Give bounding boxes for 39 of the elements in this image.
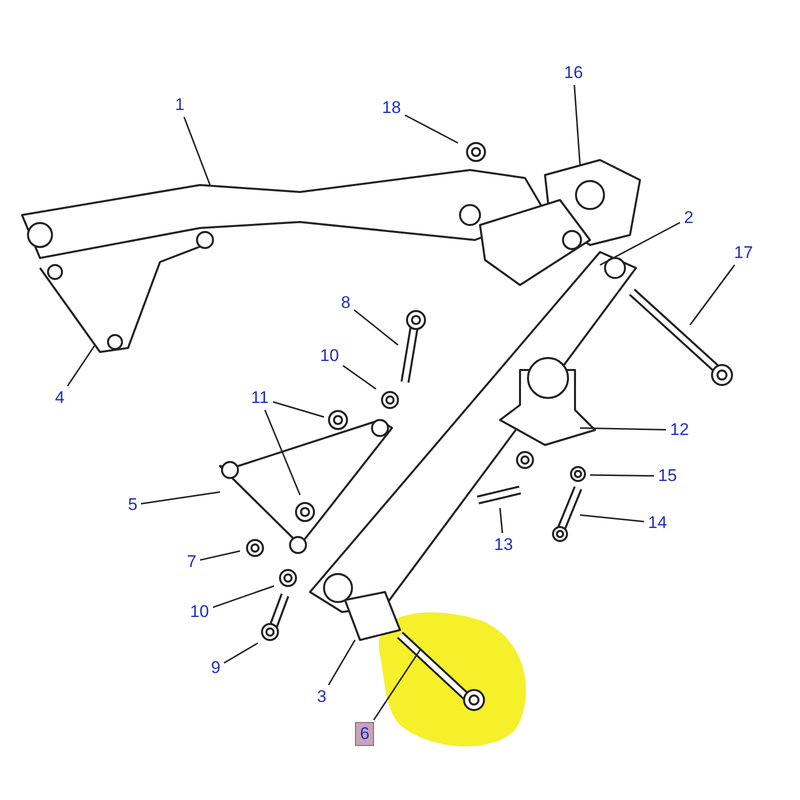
callout-number: 9 <box>209 658 222 678</box>
leader-line <box>590 474 654 477</box>
leader-line <box>224 642 258 664</box>
leader-line <box>212 585 274 608</box>
callout-number: 17 <box>732 243 755 263</box>
leader-line <box>689 264 736 326</box>
leader-line <box>574 84 581 166</box>
leader-line <box>373 650 421 720</box>
leader-line <box>580 514 644 522</box>
callout-number: 14 <box>646 513 669 533</box>
leader-line <box>499 508 504 534</box>
callout-number: 11 <box>249 388 271 408</box>
callout-number: 3 <box>315 687 328 707</box>
callout-number: 16 <box>562 63 585 83</box>
callout-number: 13 <box>492 535 515 555</box>
leader-line <box>580 427 666 430</box>
leader-line <box>183 116 211 186</box>
callout-number: 7 <box>185 552 198 572</box>
callout-number: 12 <box>668 420 691 440</box>
callout-number: 10 <box>188 602 211 622</box>
callout-number: 2 <box>682 208 696 228</box>
leader-line <box>200 550 240 561</box>
callout-number: 6 <box>355 722 374 746</box>
leader-line <box>140 491 220 504</box>
leader-line <box>328 640 356 686</box>
leader-line <box>264 410 301 496</box>
callout-number: 4 <box>53 388 66 408</box>
callout-number: 1 <box>173 95 186 115</box>
callout-number: 18 <box>380 98 403 118</box>
leader-line <box>600 222 680 266</box>
leader-line <box>354 309 398 346</box>
leader-line <box>272 401 324 418</box>
callout-number: 10 <box>318 346 341 366</box>
leader-line <box>66 344 96 386</box>
leader-line <box>342 364 376 390</box>
callout-number: 15 <box>656 466 679 486</box>
leader-line <box>404 114 458 144</box>
callout-number: 5 <box>126 495 140 515</box>
callout-number: 8 <box>339 293 352 313</box>
